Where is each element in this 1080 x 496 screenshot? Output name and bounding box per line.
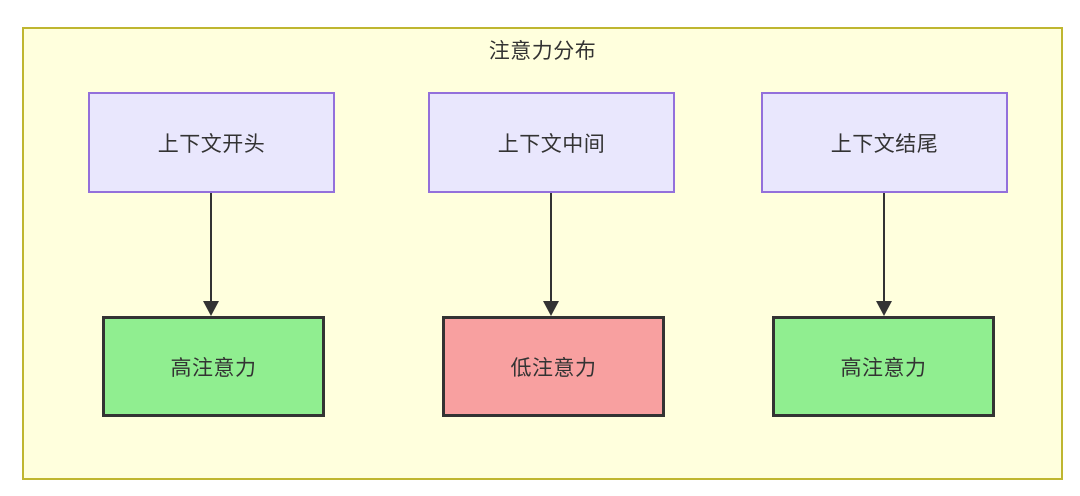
node-attention-low-middle[interactable]: 低注意力 (442, 316, 665, 417)
node-context-middle-label: 上下文中间 (497, 132, 606, 156)
node-context-start-label: 上下文开头 (157, 132, 266, 156)
diagram-title: 注意力分布 (488, 40, 597, 63)
node-context-end[interactable]: 上下文结尾 (761, 92, 1008, 193)
node-context-end-label: 上下文结尾 (830, 132, 939, 156)
node-attention-high-start[interactable]: 高注意力 (102, 316, 325, 417)
node-attention-high-end[interactable]: 高注意力 (772, 316, 995, 417)
node-attention-high-end-label: 高注意力 (840, 356, 927, 380)
node-context-start[interactable]: 上下文开头 (88, 92, 335, 193)
node-attention-low-middle-label: 低注意力 (510, 356, 597, 380)
node-context-middle[interactable]: 上下文中间 (428, 92, 675, 193)
node-attention-high-start-label: 高注意力 (170, 356, 257, 380)
